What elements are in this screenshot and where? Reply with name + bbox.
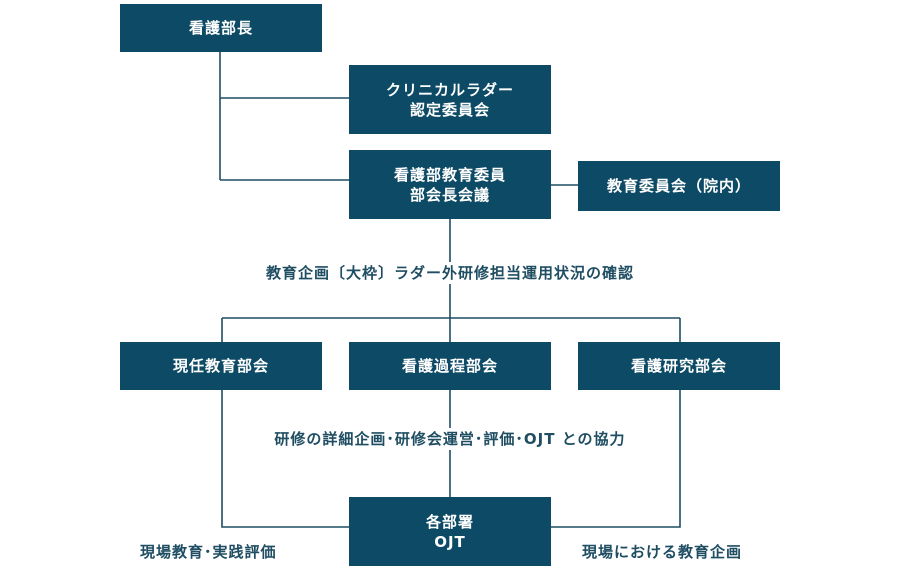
each-department-box: 各部署 OJT: [349, 497, 551, 566]
onsite-education-label: 現場教育･実践評価: [140, 541, 320, 563]
ladder-committee-box: クリニカルラダー 認定委員会: [349, 65, 551, 134]
edu-committee-meeting-box: 看護部教育委員 部会長会議: [349, 150, 551, 219]
onsite-planning-label: 現場における教育企画: [582, 541, 782, 563]
edu-committee-hospital-box: 教育委員会（院内）: [578, 161, 780, 211]
training-cooperation-label: 研修の詳細企画･研修会運営･評価･OJT との協力: [230, 428, 670, 450]
nursing-process-subcommittee-box: 看護過程部会: [349, 342, 551, 390]
connector-head-to-committees: [219, 52, 350, 181]
nursing-research-subcommittee-box: 看護研究部会: [578, 342, 780, 390]
head-nurse-box: 看護部長: [120, 4, 322, 52]
current-edu-subcommittee-box: 現任教育部会: [120, 342, 322, 390]
planning-confirmation-label: 教育企画〔大枠〕ラダー外研修担当運用状況の確認: [220, 262, 680, 284]
